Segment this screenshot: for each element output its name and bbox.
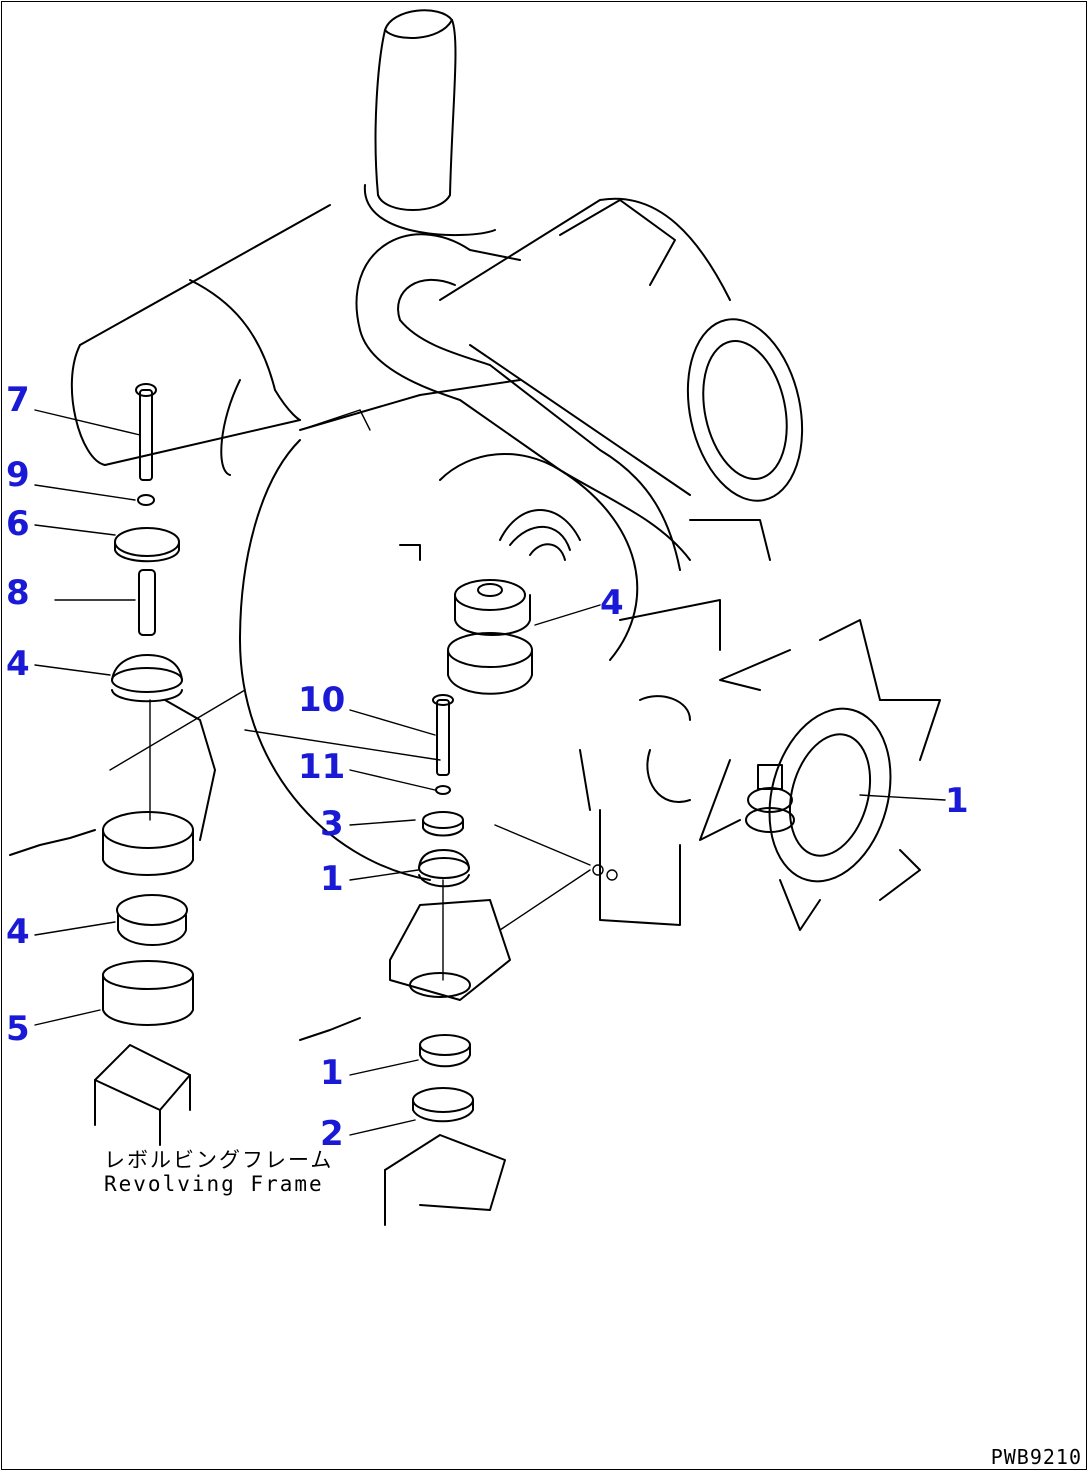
left-mount-stack bbox=[9, 383, 216, 1146]
drawing-code: PWB9210 bbox=[990, 1445, 1082, 1469]
callout-8: 8 bbox=[6, 573, 30, 613]
callout-6: 6 bbox=[6, 504, 30, 544]
leader-lines bbox=[34, 409, 946, 1136]
exhaust-pipe bbox=[355, 233, 691, 571]
right-upper-mount bbox=[447, 579, 533, 695]
callout-1-center-lower: 1 bbox=[320, 1053, 344, 1093]
engine-block bbox=[239, 379, 771, 881]
exhaust-stack bbox=[363, 9, 496, 237]
callout-9: 9 bbox=[6, 455, 30, 495]
callout-3: 3 bbox=[320, 804, 344, 844]
frame-label-english: Revolving Frame bbox=[104, 1172, 324, 1196]
center-mount-stack bbox=[299, 694, 511, 1226]
right-muffler bbox=[439, 197, 804, 502]
callout-11: 11 bbox=[298, 747, 346, 787]
left-muffler bbox=[70, 204, 331, 476]
engine-front-cover bbox=[579, 695, 691, 926]
callout-4-left-upper: 4 bbox=[6, 644, 30, 684]
callout-4-left-lower: 4 bbox=[6, 912, 30, 952]
callout-4-right: 4 bbox=[600, 583, 624, 623]
callout-1-fan: 1 bbox=[945, 781, 969, 821]
callout-5: 5 bbox=[6, 1009, 30, 1049]
radiator-fan bbox=[699, 619, 941, 931]
frame-label-japanese: レボルビングフレーム bbox=[104, 1148, 334, 1172]
callout-2: 2 bbox=[320, 1114, 344, 1154]
callout-7: 7 bbox=[6, 380, 30, 420]
callout-10: 10 bbox=[298, 680, 346, 720]
callout-1-center-upper: 1 bbox=[320, 859, 344, 899]
